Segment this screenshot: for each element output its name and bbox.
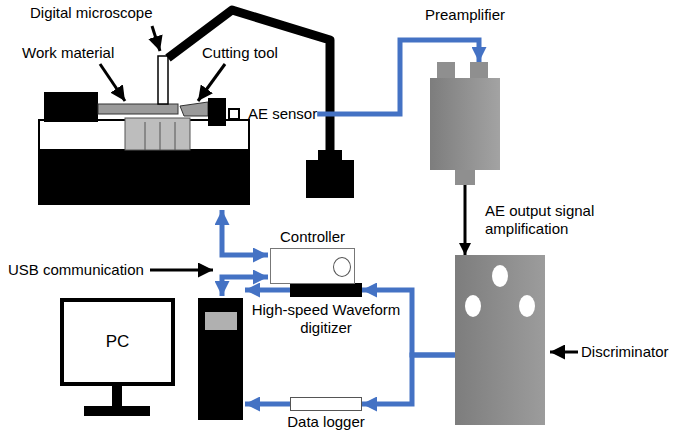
callout-arrows-part <box>152 26 160 51</box>
indicator-lamp <box>519 295 535 317</box>
node-label: Data logger <box>287 413 365 431</box>
signal-connector <box>464 185 467 255</box>
discriminator-box: Discriminator <box>455 255 545 425</box>
part-label: Digital microscope <box>28 4 155 22</box>
machine-tool-part <box>175 122 176 150</box>
signal-connector <box>362 290 455 355</box>
output-connector <box>455 170 475 185</box>
indicator-lamp <box>465 295 481 317</box>
monitor-stand <box>84 386 150 416</box>
node-label: AE sensor <box>248 105 317 123</box>
machine-tool-part <box>168 10 330 152</box>
machine-tool-part <box>180 102 208 116</box>
data-logger-box: Data logger <box>290 397 362 411</box>
digitizer-box: High-speed Waveform digitizer <box>290 283 362 297</box>
callout-arrows-part <box>550 351 578 354</box>
callout-arrows-part <box>198 64 225 101</box>
monitor-stand-part <box>112 386 122 408</box>
node-label: Preamplifier <box>425 6 505 24</box>
part-label: Work material <box>20 44 116 62</box>
node-label: High-speed Waveform digitizer <box>251 301 401 337</box>
part-label: USB communication <box>6 261 146 279</box>
preamplifier-box: Preamplifier <box>430 62 500 185</box>
amplifier-body <box>430 78 500 170</box>
computer-tower-part <box>198 298 243 420</box>
machine-tool-part <box>125 118 190 150</box>
computer-tower-part <box>205 312 237 330</box>
machine-tool-part <box>98 104 178 114</box>
callout-arrows-part <box>150 269 213 272</box>
signal-connector <box>362 355 455 404</box>
indicator-lamp <box>492 265 508 287</box>
machine-tool-part <box>160 122 161 150</box>
sensor-body <box>228 108 240 120</box>
signal-wires-part <box>245 402 290 407</box>
node-label: PC <box>106 333 130 351</box>
connector-label: AE output signal amplification <box>483 202 627 238</box>
callout-arrows-part <box>100 64 125 101</box>
monitor-stand-part <box>84 406 150 416</box>
machine-tool-part <box>38 150 250 205</box>
node-label: Controller <box>280 228 345 246</box>
machine-tool <box>38 10 354 205</box>
pc-monitor: PC <box>60 298 175 386</box>
machine-tool-part <box>158 56 168 104</box>
controller-box: Controller <box>270 248 355 284</box>
signal-wires-part <box>245 288 290 293</box>
computer-tower <box>198 298 243 420</box>
node-label: Discriminator <box>581 343 669 361</box>
connector-nub <box>437 62 455 78</box>
machine-tool-part <box>145 122 146 150</box>
connector-nub <box>470 62 488 78</box>
machine-tool-part <box>208 98 226 126</box>
signal-wires-part <box>222 210 268 255</box>
ae-sensor: AE sensor <box>228 105 317 123</box>
machine-tool-part <box>306 160 354 198</box>
part-label: Cutting tool <box>200 44 280 62</box>
signal-wires-part <box>222 277 268 296</box>
machine-tool-part <box>44 92 98 122</box>
controller-dial <box>333 257 351 277</box>
